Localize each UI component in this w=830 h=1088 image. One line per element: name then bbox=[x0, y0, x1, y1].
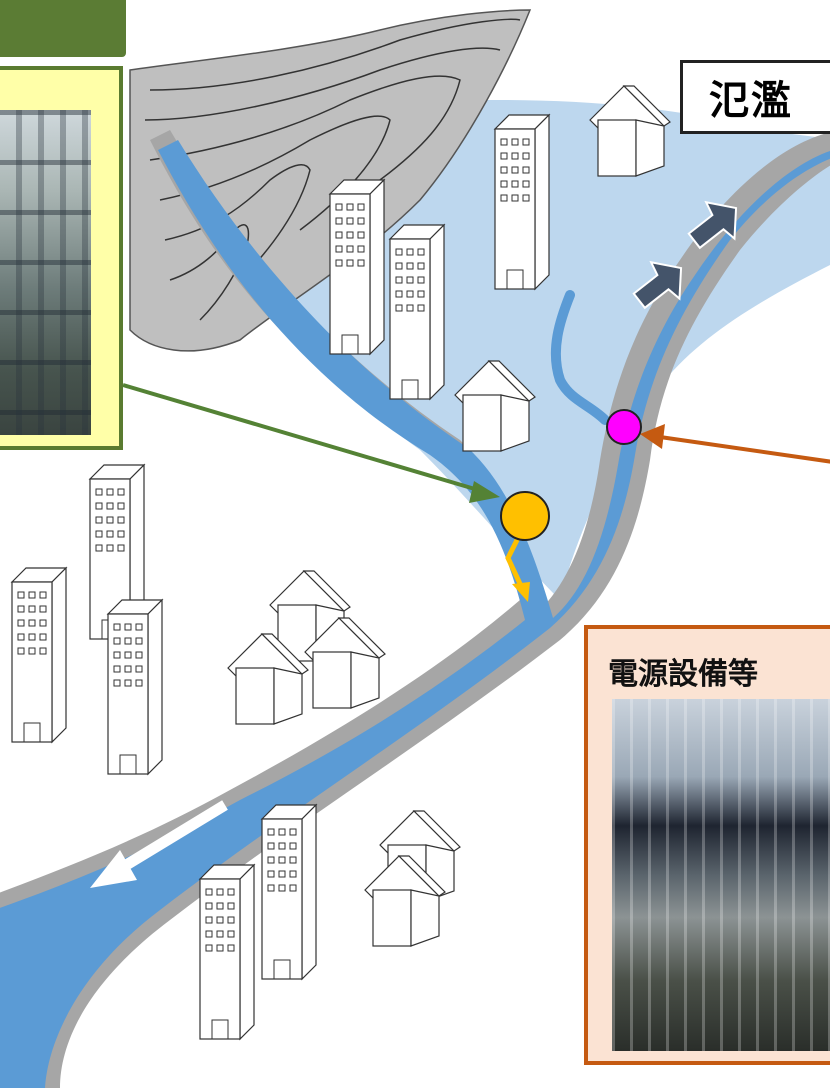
house-icon bbox=[589, 85, 671, 177]
building-icon bbox=[107, 599, 163, 775]
building-icon bbox=[389, 224, 445, 400]
flood-label-text: 氾濫 bbox=[709, 78, 793, 124]
green-header-bar bbox=[0, 0, 126, 57]
yellow-marker bbox=[500, 491, 550, 541]
overflow-arrow-icon bbox=[632, 200, 738, 310]
photo-callout-2: 電源設備等 bbox=[584, 625, 830, 1065]
building-icon bbox=[329, 179, 385, 355]
yellow-point-arrow bbox=[505, 536, 530, 602]
inundation-creek bbox=[550, 290, 610, 425]
building-icon bbox=[11, 567, 67, 743]
river-water bbox=[0, 140, 830, 1088]
building-icon bbox=[261, 804, 317, 980]
power-equipment-caption: 電源設備等 bbox=[608, 657, 758, 692]
magenta-marker bbox=[606, 409, 642, 445]
green-callout-arrow bbox=[122, 383, 500, 503]
contour-lines bbox=[144, 18, 521, 321]
flood-label: 氾濫 bbox=[680, 60, 830, 134]
orange-callout-arrow bbox=[640, 424, 830, 464]
power-equipment-photo bbox=[612, 699, 830, 1051]
flow-arrow-icon bbox=[90, 800, 228, 888]
building-icon bbox=[494, 114, 550, 290]
facility-photo bbox=[0, 110, 91, 435]
building-icon bbox=[199, 864, 255, 1040]
photo-callout-1 bbox=[0, 66, 123, 450]
